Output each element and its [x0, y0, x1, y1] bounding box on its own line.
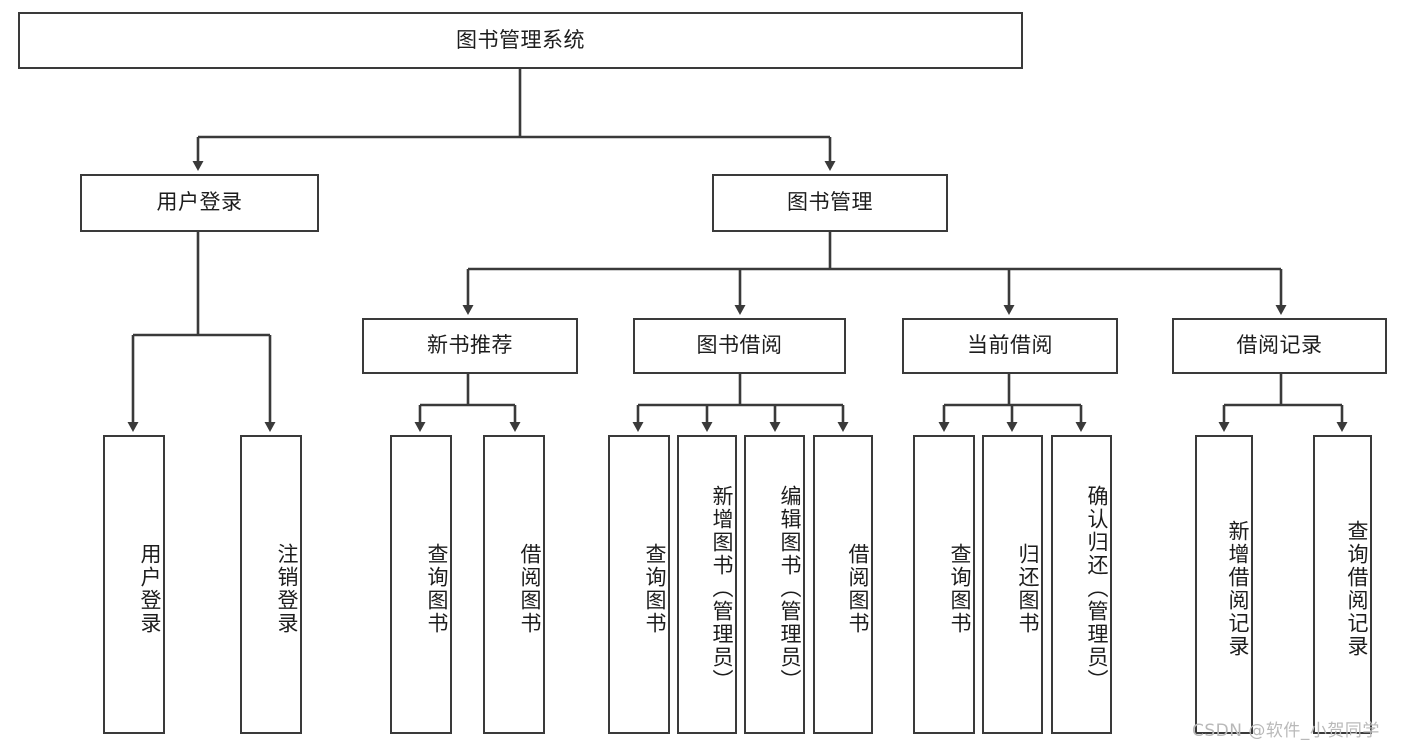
node-leaf-return-book-label: 归还图书 [1016, 542, 1040, 635]
node-root[interactable]: 图书管理系统 [18, 12, 1023, 69]
node-level3-new-book-recommend[interactable]: 新书推荐 [362, 318, 578, 374]
node-root-label: 图书管理系统 [456, 27, 585, 52]
node-level2-book-management[interactable]: 图书管理 [712, 174, 948, 232]
node-leaf-query-book-recommend-label: 查询图书 [425, 542, 449, 635]
node-level2-book-management-label: 图书管理 [787, 190, 873, 215]
node-leaf-user-login-label: 用户登录 [138, 542, 162, 635]
node-level3-borrow-record[interactable]: 借阅记录 [1172, 318, 1387, 374]
node-leaf-add-book-admin-label: 新增图书（管理员） [710, 485, 734, 692]
node-level3-current-borrow-label: 当前借阅 [967, 333, 1053, 358]
node-leaf-borrow-book[interactable]: 借阅图书 [813, 435, 873, 734]
node-leaf-query-book-recommend[interactable]: 查询图书 [390, 435, 452, 734]
node-leaf-logout[interactable]: 注销登录 [240, 435, 302, 734]
node-level3-new-book-recommend-label: 新书推荐 [427, 333, 513, 358]
node-leaf-query-book-current[interactable]: 查询图书 [913, 435, 975, 734]
node-leaf-confirm-return-admin-label: 确认归还（管理员） [1085, 485, 1109, 692]
node-leaf-query-borrow-record[interactable]: 查询借阅记录 [1313, 435, 1372, 734]
node-level3-borrow-record-label: 借阅记录 [1236, 333, 1323, 358]
node-leaf-edit-book-admin[interactable]: 编辑图书（管理员） [744, 435, 805, 734]
node-leaf-query-book-current-label: 查询图书 [948, 542, 972, 635]
node-leaf-add-borrow-record[interactable]: 新增借阅记录 [1195, 435, 1253, 734]
node-leaf-logout-label: 注销登录 [275, 542, 299, 635]
node-leaf-query-borrow-record-label: 查询借阅记录 [1345, 519, 1369, 658]
node-level3-book-borrow-label: 图书借阅 [696, 333, 783, 358]
node-leaf-query-book-borrow-label: 查询图书 [643, 542, 667, 635]
csdn-watermark: CSDN @软件_小贺同学 [1192, 721, 1380, 741]
node-leaf-borrow-book-recommend[interactable]: 借阅图书 [483, 435, 545, 734]
node-level2-user-login-label: 用户登录 [156, 190, 243, 215]
node-leaf-edit-book-admin-label: 编辑图书（管理员） [778, 485, 802, 692]
node-leaf-borrow-book-recommend-label: 借阅图书 [518, 542, 542, 635]
node-leaf-add-borrow-record-label: 新增借阅记录 [1226, 519, 1250, 658]
node-leaf-query-book-borrow[interactable]: 查询图书 [608, 435, 670, 734]
node-level2-user-login[interactable]: 用户登录 [80, 174, 319, 232]
node-leaf-add-book-admin[interactable]: 新增图书（管理员） [677, 435, 737, 734]
node-leaf-confirm-return-admin[interactable]: 确认归还（管理员） [1051, 435, 1112, 734]
node-level3-book-borrow[interactable]: 图书借阅 [633, 318, 846, 374]
node-leaf-borrow-book-label: 借阅图书 [846, 542, 870, 635]
node-leaf-user-login[interactable]: 用户登录 [103, 435, 165, 734]
node-level3-current-borrow[interactable]: 当前借阅 [902, 318, 1118, 374]
node-leaf-return-book[interactable]: 归还图书 [982, 435, 1043, 734]
